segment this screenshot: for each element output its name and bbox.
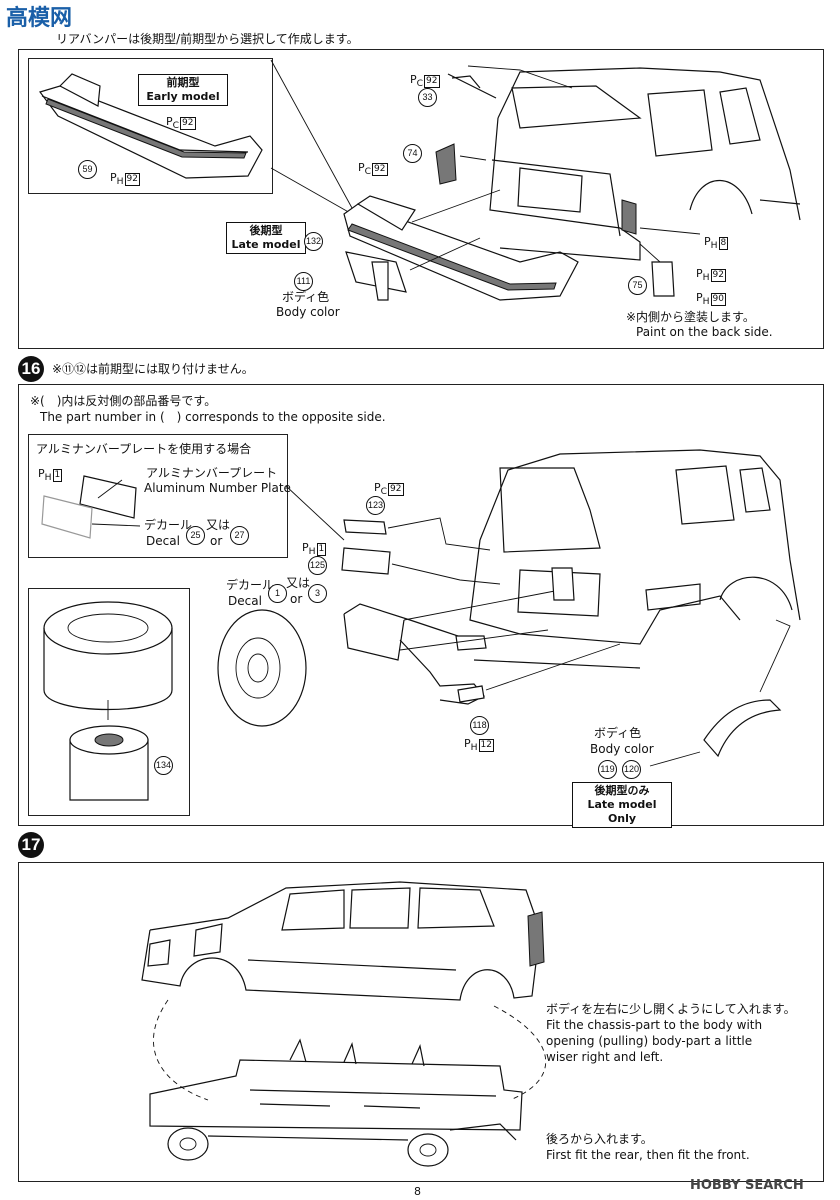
- part-118: 118: [470, 716, 489, 735]
- aluminum-plate-jp: アルミナンバープレート: [146, 466, 278, 480]
- or-jp-inset: 又は: [206, 518, 231, 532]
- part-111: 111: [294, 272, 313, 291]
- early-label-jp: 前期型: [166, 76, 200, 89]
- step17-instr1-jp: ボディを左右に少し開くようにして入れます。: [546, 1002, 796, 1016]
- part-123: 123: [366, 496, 385, 515]
- part-33: 33: [418, 88, 437, 107]
- page-number: 8: [414, 1185, 421, 1198]
- early-label-en: Early model: [146, 90, 220, 103]
- part-75: 75: [628, 276, 647, 295]
- late-only-jp: 後期型のみ: [594, 784, 650, 797]
- part-59: 59: [78, 160, 97, 179]
- decal-27: 27: [230, 526, 249, 545]
- step17-instr2-en: First fit the rear, then fit the front.: [546, 1148, 750, 1162]
- body-color-en-16: Body color: [590, 742, 654, 756]
- part-119: 119: [598, 760, 617, 779]
- part-134: 134: [154, 756, 173, 775]
- watermark-hobbysearch: HOBBY SEARCH: [690, 1178, 804, 1193]
- step17-instr1-en-3: wiser right and left.: [546, 1050, 664, 1064]
- aluminum-plate-en: Aluminum Number Plate: [144, 481, 291, 495]
- decal-3: 3: [308, 584, 327, 603]
- body-color-jp-16: ボディ色: [594, 726, 642, 740]
- late-label-jp: 後期型: [249, 224, 283, 237]
- late-only-en: Late model Only: [587, 798, 657, 825]
- decal-jp: デカール: [226, 578, 275, 592]
- part-120: 120: [622, 760, 641, 779]
- or-en-inset: or: [210, 534, 223, 548]
- part-132: 132: [304, 232, 323, 251]
- part-74: 74: [403, 144, 422, 163]
- step16-title: ※⑪⑫は前期型には取り付けません。: [52, 362, 254, 376]
- body-color-en-15: Body color: [276, 305, 340, 319]
- watermark-logo: 高模网: [6, 6, 73, 31]
- part-125: 125: [308, 556, 327, 575]
- step17-number: 17: [18, 832, 44, 858]
- step16-note-en: The part number in ( ) corresponds to th…: [40, 410, 386, 424]
- step17-instr1-en-2: opening (pulling) body-part a little: [546, 1034, 753, 1048]
- step16-number: 16: [18, 356, 44, 382]
- or-jp: 又は: [286, 576, 311, 590]
- late-label-en: Late model: [231, 238, 301, 251]
- paint-note-jp: ※内側から塗装します。: [626, 310, 755, 324]
- step17-instr2-jp: 後ろから入れます。: [546, 1132, 653, 1146]
- decal-1: 1: [268, 584, 287, 603]
- step17-instr1-en-1: Fit the chassis-part to the body with: [546, 1018, 763, 1032]
- paint-note-en: Paint on the back side.: [636, 325, 773, 339]
- late-only-label: 後期型のみ Late model Only: [572, 782, 672, 828]
- decal-25: 25: [186, 526, 205, 545]
- body-color-jp-15: ボディ色: [282, 290, 330, 304]
- decal-jp-inset: デカール: [144, 518, 193, 532]
- decal-en: Decal: [228, 594, 262, 608]
- decal-en-inset: Decal: [146, 534, 180, 548]
- step15-title: リアバンパーは後期型/前期型から選択して作成します。: [56, 32, 359, 46]
- step16-note-jp: ※( )内は反対側の部品番号です。: [30, 394, 217, 408]
- or-en: or: [290, 592, 303, 606]
- aluminum-inset-title: アルミナンバープレートを使用する場合: [36, 442, 252, 456]
- early-model-label: 前期型 Early model: [138, 74, 228, 106]
